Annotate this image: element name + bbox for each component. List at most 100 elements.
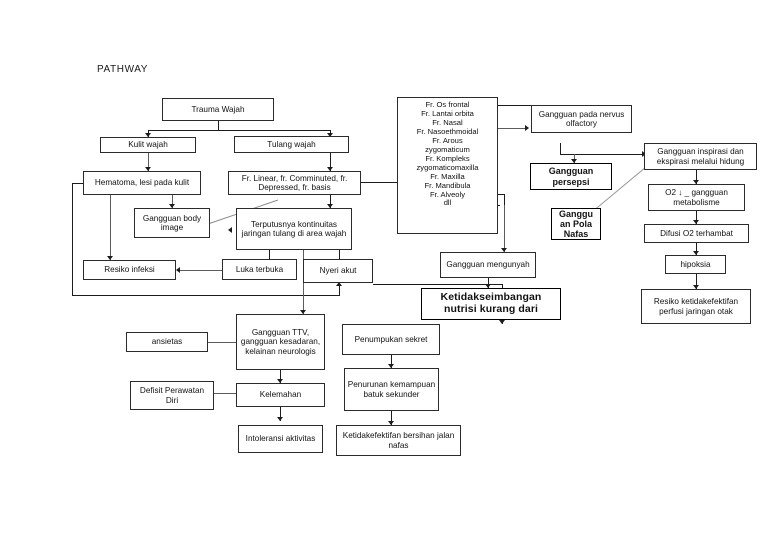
page-title: PATHWAY [97,64,149,75]
fracture-list-item: Fr. Kompleks [425,153,470,163]
fracture-list-item: Fr. Lantai orbita [421,108,474,118]
node-tulang-wajah[interactable]: Tulang wajah [234,136,349,153]
node-o2-turun[interactable]: O2 ↓ _ gangguan metabolisme [648,184,745,211]
arrow-to-difusi [693,220,699,224]
fracture-list-item: Fr. Nasoethmoidal [416,126,479,136]
connector-terputusnya-luka [269,250,270,263]
connector-loop-up-nyeri [339,285,340,296]
fracture-list-item: Fr. Alveoly [429,189,466,199]
node-luka-terbuka[interactable]: Luka terbuka [222,259,297,280]
connector-o2-difusi [696,211,697,224]
node-gangguan-ttv[interactable]: Gangguan TTV, gangguan kesadaran, kelain… [236,314,325,370]
connector-nyeri-right [373,284,503,285]
node-resiko-infeksi[interactable]: Resiko infeksi [83,260,176,280]
arrow-to-terputusnya [327,204,333,208]
node-nervus-olfactory[interactable]: Gangguan pada nervus olfactory [531,105,632,133]
arrow-to-fraktur [327,167,333,171]
node-penumpukan-sekret[interactable]: Penumpukan sekret [342,324,440,355]
arrow-diagonal-bodyimage [228,227,232,233]
node-hipoksia[interactable]: hipoksia [665,255,726,274]
arrow-to-bersihan [388,421,394,425]
node-intoleransi[interactable]: Intoleransi aktivitas [238,425,323,453]
connector-to-persepsi [574,154,575,163]
connector-diagonal-polanafas [591,161,653,213]
arrow-to-penurunan [388,364,394,368]
arrow-to-hipoksia [693,251,699,255]
connector-list-to-olfactory [497,128,525,129]
node-resiko-perfusi[interactable]: Resiko ketidakefektifan perfusi jaringan… [641,289,751,324]
arrow-luka-to-infeksi [176,267,180,273]
arrow-to-resiko-infeksi [107,256,113,260]
connector-tulang-fraktur [330,152,331,171]
arrow-to-kulit [145,133,151,137]
node-defisit-perawatan[interactable]: Defisit Perawatan Diri [130,381,214,410]
connector-to-mengunyah [504,205,505,252]
node-trauma-wajah[interactable]: Trauma Wajah [162,98,274,121]
connector-terputusnya-nyeri [339,250,340,263]
connector-olfactory-right [560,154,646,155]
arrow-to-nutrisi [485,284,491,288]
node-kulit-wajah[interactable]: Kulit wajah [100,137,196,153]
arrow-to-hematoma [145,167,151,171]
connector-difusi-hipoksia [696,243,697,255]
arrow-to-ttv [300,310,306,314]
connector-maxilla-join [504,194,505,205]
arrow-loop-to-nyeri [336,282,342,286]
node-gangguan-persepsi[interactable]: Gangguan persepsi [530,163,612,190]
fracture-list-item: Fr. Arous [432,135,463,145]
connector-hematoma-bodyimage [172,194,173,208]
fracture-list-item: zygomaticomaxilla [416,162,479,172]
arrow-to-perfusi [693,285,699,289]
connector-ttv-kelemahan [280,370,281,383]
connector-loop-horizontal [72,295,340,296]
fracture-list-item: dll [443,198,452,208]
arrow-to-intoleransi [277,417,283,421]
node-hematoma[interactable]: Hematoma, lesi pada kulit [83,171,201,195]
fracture-list-item: Fr. Mandibula [424,180,471,190]
connector-hematoma-left-stub [72,183,85,184]
arrow-to-sekret [499,320,505,324]
connector-hematoma-infeksi [110,194,111,260]
node-difusi-o2[interactable]: Difusi O2 terhambat [644,224,749,243]
arrow-to-mengunyah [501,248,507,252]
node-terputusnya[interactable]: Terputusnya kontinuitas jaringan tulang … [236,208,352,250]
connector-trauma-down [218,121,219,131]
connector-fraktur-terputusnya [330,194,331,208]
node-penurunan-batuk[interactable]: Penurunan kemampuan batuk sekunder [344,368,439,411]
connector-fraktur-to-list [361,182,397,183]
connector-sekret-penurunan [391,355,392,368]
arrow-to-persepsi [571,159,577,163]
fracture-list-item: Fr. Nasal [432,117,463,127]
connector-hipoksia-perfusi [696,274,697,289]
connector-penurunan-bersihan [391,411,392,425]
node-ketidakefektifan-bersihan[interactable]: Ketidakefektifan bersihan jalan nafas [336,425,461,456]
node-ansietas[interactable]: ansietas [126,332,208,352]
arrow-to-kelemahan [277,379,283,383]
arrow-to-o2 [693,180,699,184]
connector-list-top-right [497,105,531,106]
arrow-to-olfactory [525,125,529,131]
node-gangguan-body-image[interactable]: Gangguan body image [134,208,210,238]
fracture-list-item: Fr. Maxilla [430,171,465,181]
connector-loop-vertical [72,183,73,296]
node-kelemahan[interactable]: Kelemahan [236,383,325,407]
connector-kulit-hematoma [148,152,149,171]
node-nyeri-akut[interactable]: Nyeri akut [303,259,373,283]
connector-kelemahan-defisit [208,393,236,394]
connector-ttv-ansietas [205,342,239,343]
node-gangguan-mengunyah[interactable]: Gangguan mengunyah [440,252,536,278]
arrow-to-bodyimage [169,204,175,208]
connector-inspirasi-o2 [696,170,697,184]
connector-luka-infeksi [180,270,222,271]
connector-kelemahan-intoleransi [280,407,281,421]
node-fraktur-jenis[interactable]: Fr. Linear, fr. Comminuted, fr. Depresse… [228,171,361,195]
node-gangguan-pola-nafas[interactable]: Ganggu an Pola Nafas [551,208,601,240]
arrow-to-tulang [327,133,333,137]
connector-trauma-bus [148,130,331,131]
node-gangguan-inspirasi[interactable]: Gangguan inspirasi dan ekspirasi melalui… [644,143,757,170]
node-ketidakseimbangan-nutrisi[interactable]: Ketidakseimbangan nutrisi kurang dari [421,288,561,320]
connector-mengunyah-nutrisi [488,278,489,288]
connector-olfactory-down [560,143,561,155]
